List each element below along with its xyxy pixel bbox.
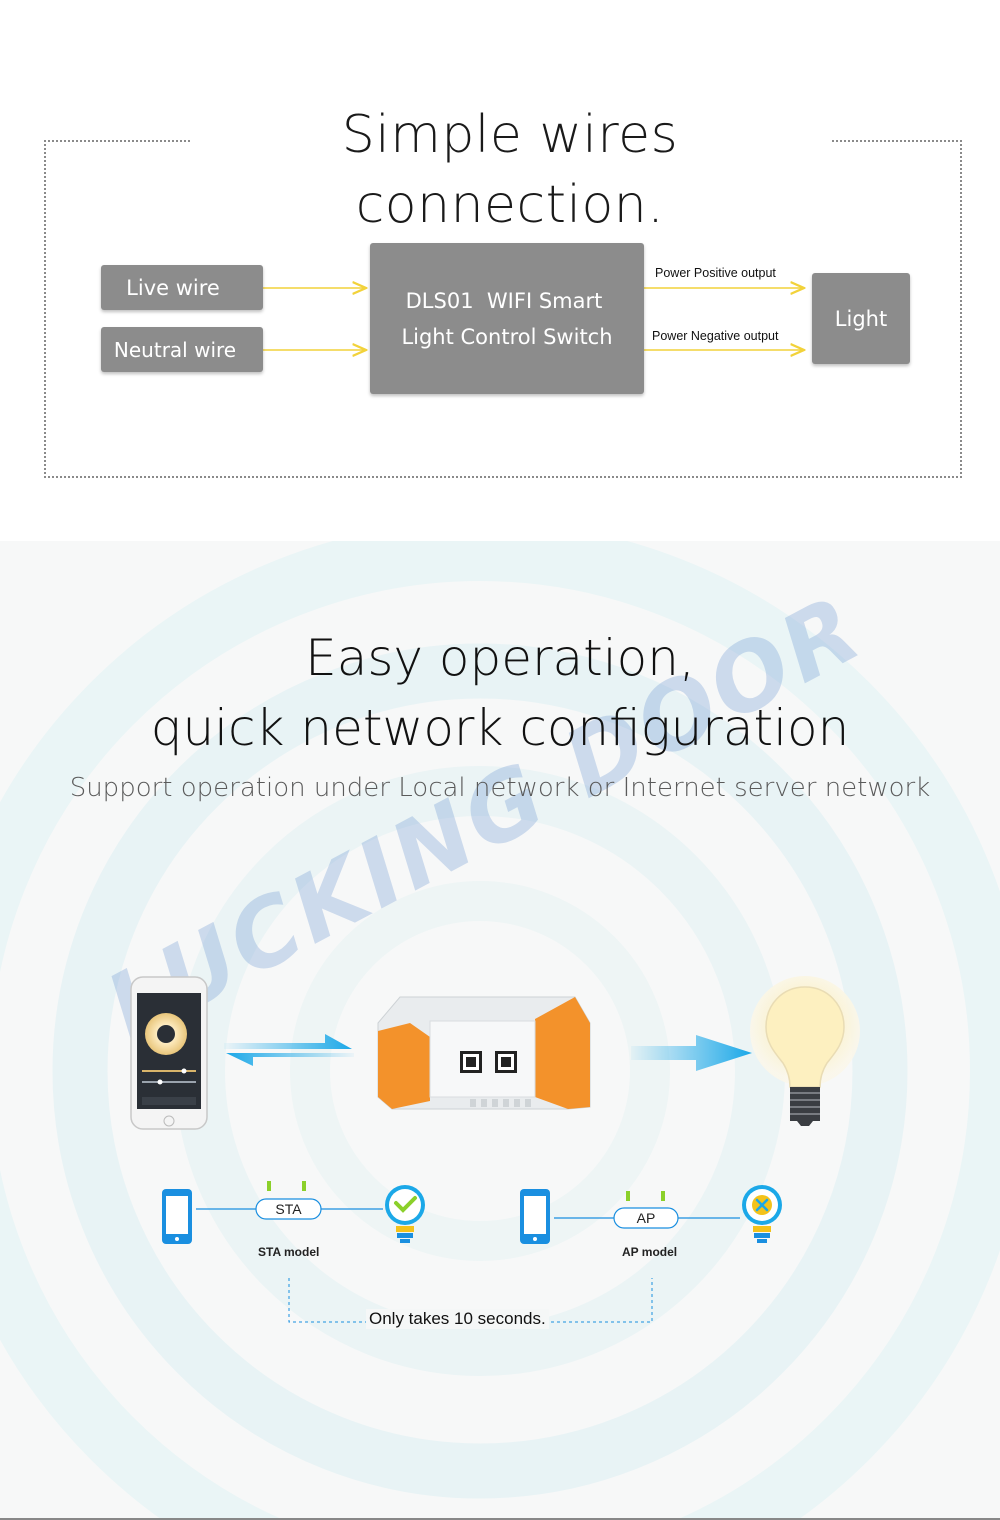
sta-model-label: STA model — [258, 1245, 320, 1259]
bulb-check-icon — [385, 1185, 425, 1243]
live-wire-box: Live wire — [101, 265, 263, 310]
ap-model-label: AP model — [622, 1245, 678, 1259]
operation-section: LUCKING DOOR Easy operation, quick netwo… — [0, 541, 1000, 1520]
router-icon — [255, 1181, 322, 1220]
wiring-section: Simple wires connection. Live wire Neutr… — [0, 0, 1000, 540]
bottom-divider — [0, 1518, 1000, 1520]
time-note: Only takes 10 seconds. — [366, 1309, 549, 1329]
light-box: Light — [812, 273, 910, 364]
operation-illustration — [130, 976, 860, 1323]
switch-line1: DLS01 WIFI Smart — [405, 288, 603, 313]
negative-output-label: Power Negative output — [652, 329, 779, 343]
sta-tag: STA — [275, 1201, 302, 1217]
positive-output-line — [627, 285, 804, 291]
sta-flow — [162, 1181, 425, 1244]
operation-title-line2: quick network configuration — [150, 699, 850, 757]
light-bulb-illustration — [750, 976, 860, 1126]
positive-output-label: Power Positive output — [655, 266, 776, 280]
time-bracket — [288, 1278, 653, 1323]
operation-subtitle: Support operation under Local network or… — [69, 773, 931, 803]
negative-output-line — [627, 347, 804, 353]
ap-tag: AP — [636, 1210, 656, 1226]
operation-title-line1: Easy operation, — [305, 629, 695, 687]
light-label: Light — [834, 306, 888, 331]
ap-flow — [520, 1185, 782, 1244]
neutral-wire-line — [250, 347, 366, 353]
wiring-title: Simple wires connection. — [190, 100, 830, 235]
neutral-wire-label: Neutral wire — [113, 337, 237, 362]
sync-arrows-icon — [224, 1034, 354, 1066]
switch-line2: Light Control Switch — [401, 324, 613, 349]
right-arrow-icon — [631, 1035, 752, 1071]
switch-device-illustration — [377, 996, 591, 1110]
switch-device-box: DLS01 WIFI Smart Light Control Switch — [370, 243, 644, 394]
bulb-cross-icon — [742, 1185, 782, 1243]
router-icon — [613, 1191, 679, 1229]
neutral-wire-box: Neutral wire — [101, 327, 263, 372]
smartphone-illustration — [130, 976, 208, 1130]
phone-icon — [162, 1189, 192, 1244]
live-wire-label: Live wire — [126, 275, 220, 300]
live-wire-line — [250, 285, 366, 291]
phone-icon — [520, 1189, 550, 1244]
